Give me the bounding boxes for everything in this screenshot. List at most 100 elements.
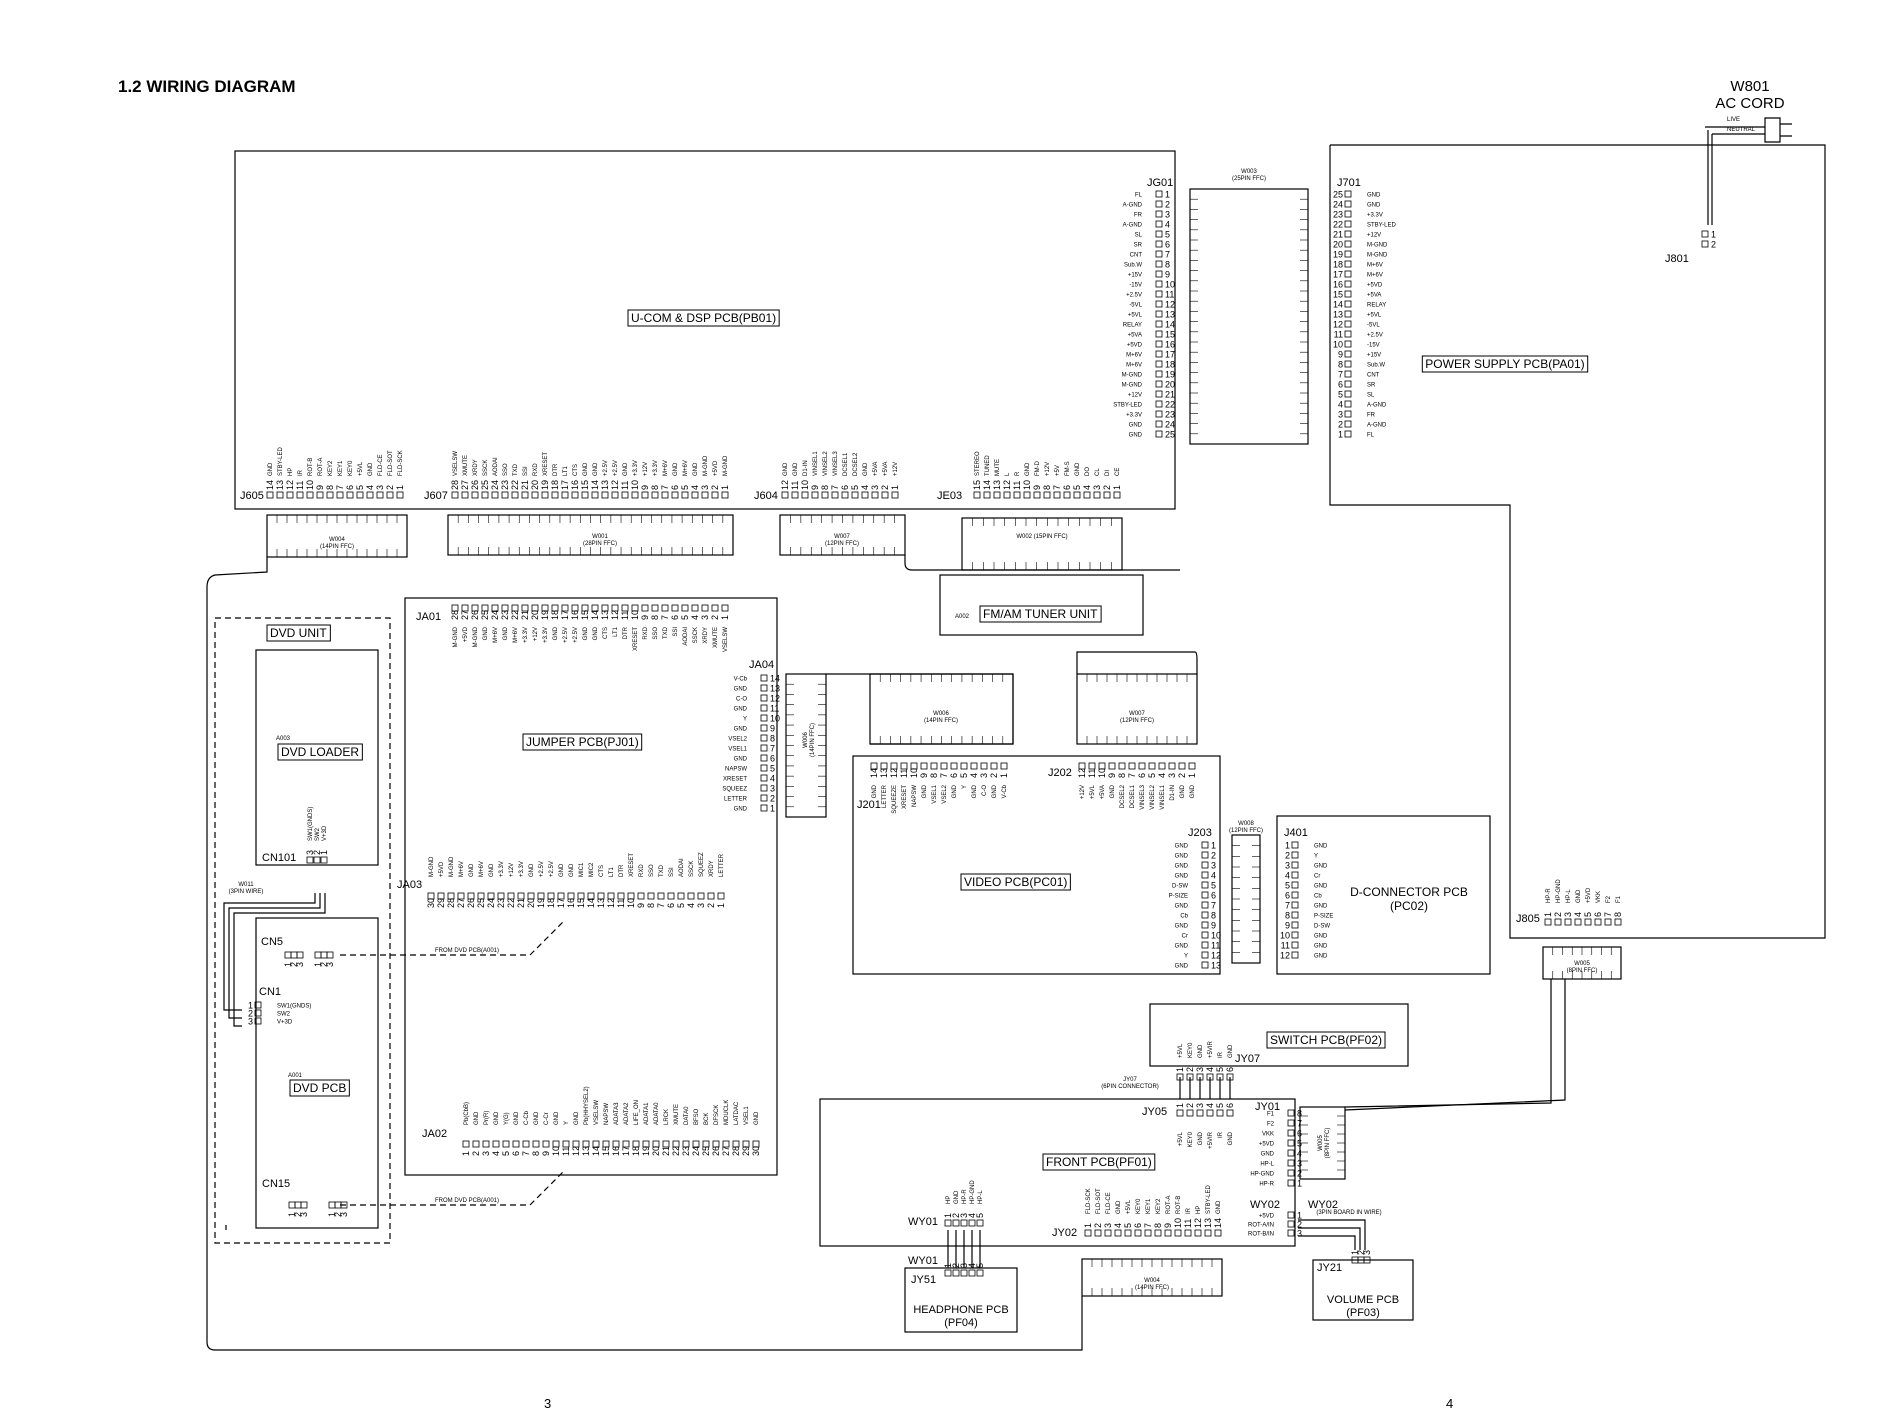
connector-wy02-pin-label: ROT-A/IN (1248, 1223, 1274, 1229)
connector-j605-pin-label: STBY-LED (278, 447, 284, 476)
connector-j202-pin-label: DCSEL1 (1130, 784, 1136, 808)
connector-j604-pin (851, 491, 859, 499)
connector-jy51-pin (968, 1269, 976, 1277)
connector-j203-pin-number: 9 (1211, 921, 1216, 931)
connector-jg01-pin-label: SL (1135, 233, 1143, 239)
connector-ja02-pin (472, 1140, 480, 1148)
connector-ja02-pin-number: 13 (581, 1146, 591, 1156)
connector-ja03-pin (467, 892, 475, 900)
connector-j607-pin (561, 491, 569, 499)
connector-j605-pin-number: 10 (305, 480, 315, 490)
connector-j604-pin-number: 1 (890, 485, 900, 490)
connector-j604-pin-label: GND (783, 462, 789, 476)
connector-j607-pin (491, 491, 499, 499)
connector-j203-pin-label: GND (1175, 964, 1189, 970)
connector-j201-pin-label: NAPSW (912, 785, 918, 807)
connector-ja01-pin-label: M+6V (493, 627, 499, 643)
connector-j203-pin (1201, 951, 1209, 959)
connector-ja01-pin (661, 604, 669, 612)
connector-j201-pin (900, 762, 908, 770)
connector-ja02-pin-label: VSELSW (594, 1100, 600, 1125)
connector-ja01-pin-number: 13 (600, 610, 610, 620)
connector-j401-pin-number: 10 (1280, 931, 1290, 941)
connector-jg01-pin-number: 1 (1165, 190, 1170, 200)
connector-jg01-pin-label: +15V (1128, 273, 1142, 279)
connector-cn15: CN15 (262, 1178, 290, 1190)
connector-jg01-pin-label: FR (1134, 213, 1143, 219)
ucom-pcb-label-box (627, 309, 780, 327)
connector-ja03-pin-number: 11 (616, 899, 626, 908)
connector-j604-pin (841, 491, 849, 499)
connector-j607-pin (721, 491, 729, 499)
connector-ja03-pin-label: M-GND (429, 856, 435, 877)
connector-wy02-pin (1287, 1220, 1295, 1228)
connector-wy01-pin-number: 4 (967, 1213, 977, 1218)
connector-je03-pin (1083, 491, 1091, 499)
connector-j701-pin (1344, 410, 1352, 418)
connector-j401-pin-label: GND (1314, 844, 1328, 850)
connector-wy01-pin (952, 1219, 960, 1227)
connector-jg01-pin-number: 9 (1165, 270, 1170, 280)
connector-ja01-pin-number: 8 (650, 615, 660, 620)
connector-je03-pin-label: FM-D (1035, 460, 1041, 476)
connector-ja03-pin-number: 7 (656, 903, 666, 908)
connector-ja01-pin-label: LT1 (613, 626, 619, 637)
connector-jg01-pin (1155, 320, 1163, 328)
connector-wy01-pin-label: GND (954, 1190, 960, 1204)
connector-ja01-pin-label: GND (593, 626, 599, 640)
connector-jy07-pin (1206, 1073, 1214, 1081)
connector-j605-pin-number: 14 (265, 480, 275, 490)
connector-ja01-pin-label: GND (483, 626, 489, 640)
connector-jy05-pin-number: 4 (1205, 1103, 1215, 1108)
w007b-label: W007(12PIN FFC) (1120, 711, 1154, 724)
connector-j607-pin-label: DTR (553, 463, 559, 476)
connector-j701-pin-number: 24 (1333, 200, 1343, 210)
connector-jg01: JG01 (1147, 177, 1173, 189)
connector-je03-pin-label: CE (1115, 468, 1121, 476)
connector-ja03-pin-number: 1 (716, 903, 726, 908)
connector-j701-pin-number: 2 (1338, 420, 1343, 430)
connector-j701-pin-number: 12 (1333, 320, 1343, 330)
connector-ja01-pin (721, 604, 729, 612)
connector-j401-pin-number: 4 (1285, 871, 1290, 881)
connector-j201-pin-number: 1 (999, 773, 1009, 778)
connector-ja02-pin-label: GND (554, 1111, 560, 1125)
connector-jy02-pin-label: IR (1186, 1207, 1192, 1214)
connector-j201-pin-label: V-Cb (1002, 784, 1008, 798)
headphone-pcb-label-2: (PF04) (944, 1317, 978, 1329)
connector-jy01-pin (1287, 1179, 1295, 1187)
connector-j701-pin (1344, 360, 1352, 368)
connector-cn15-pin (288, 1201, 296, 1209)
connector-ja02-pin-number: 10 (551, 1146, 561, 1156)
connector-je03-pin-number: 6 (1062, 485, 1072, 490)
w004-label: W004(14PIN FFC) (320, 537, 354, 550)
connector-jy01: JY01 (1255, 1101, 1280, 1113)
connector-j805-pin-label: HP-L (1566, 889, 1572, 903)
connector-j201-pin (960, 762, 968, 770)
connector-jy02-pin-number: 4 (1113, 1223, 1123, 1228)
connector-jy01-pin-number: 7 (1297, 1119, 1302, 1129)
connector-j201-pin (980, 762, 988, 770)
connector-cn15-pin (294, 1201, 302, 1209)
connector-ja02-pin-number: 30 (751, 1146, 761, 1156)
connector-jg01-pin (1155, 300, 1163, 308)
connector-jy02-pin-label: KEY1 (1146, 1198, 1152, 1214)
connector-ja02-pin-number: 12 (571, 1146, 581, 1156)
connector-j701-pin (1344, 210, 1352, 218)
connector-jy02-pin (1134, 1229, 1142, 1237)
connector-j201-pin-number: 4 (969, 773, 979, 778)
connector-jy02-pin (1174, 1229, 1182, 1237)
connector-ja02-pin (732, 1140, 740, 1148)
ac-cord-ref: W801 (1730, 78, 1770, 95)
w007-label: W007(12PIN FFC) (825, 534, 859, 547)
connector-j401-pin (1291, 941, 1299, 949)
connector-j401-pin-label: GND (1314, 884, 1328, 890)
connector-ja02-pin (722, 1140, 730, 1148)
connector-ja02-pin-label: VSEL1 (744, 1106, 750, 1125)
connector-ja02-pin (532, 1140, 540, 1148)
connector-ja03-pin-number: 12 (606, 898, 616, 908)
connector-je03-pin (1043, 491, 1051, 499)
connector-j701-pin-number: 22 (1333, 220, 1343, 230)
connector-ja02-pin (502, 1140, 510, 1148)
connector-ja02-pin-number: 18 (631, 1146, 641, 1156)
